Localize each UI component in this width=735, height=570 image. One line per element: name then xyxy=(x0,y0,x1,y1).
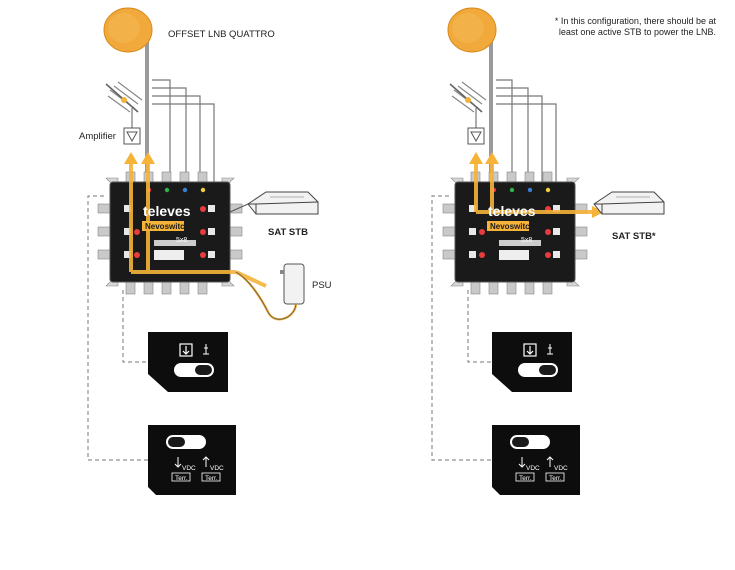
term-label-right: Terr. xyxy=(519,475,532,482)
multiswitch-left xyxy=(97,171,243,295)
vdc-label-right: VDC xyxy=(526,465,540,472)
psu-label: PSU xyxy=(312,280,332,291)
model-code-right: 5x8 xyxy=(521,237,532,244)
term-label-right-2: Terr. xyxy=(549,475,562,482)
amplifier-icon-right xyxy=(467,127,485,145)
vdc-label-right-2: VDC xyxy=(554,465,568,472)
dip-switch-panel-bottom-left xyxy=(147,424,237,496)
vdc-label-left-2: VDC xyxy=(210,465,224,472)
dip-switch-icon xyxy=(147,331,229,393)
amplifier-icon xyxy=(123,127,141,145)
set-top-box-icon xyxy=(247,191,319,215)
power-adapter-icon xyxy=(280,263,305,305)
model-badge: Nevoswitch xyxy=(145,222,190,231)
signal-flow-left xyxy=(129,158,267,288)
vdc-label-left: VDC xyxy=(182,465,196,472)
lnb-mast-right xyxy=(489,22,493,182)
dip-switch-icon-right xyxy=(491,331,573,393)
term-label-left: Terr. xyxy=(175,475,188,482)
dashed-guides-left xyxy=(87,195,148,461)
model-badge-right: Nevoswitch xyxy=(490,222,535,231)
right-configuration: televes Nevoswitch 5x8 xyxy=(431,7,665,496)
device-brand-right: televes xyxy=(488,203,536,219)
config-note: * In this configuration, there should be… xyxy=(554,16,716,37)
multiswitch-right xyxy=(442,171,588,295)
lnb-cables xyxy=(152,79,215,182)
satellite-dish-icon xyxy=(103,7,153,53)
terrestrial-antenna-icon xyxy=(105,81,143,113)
lnb-title: OFFSET LNB QUATTRO xyxy=(168,29,275,40)
left-configuration: televes Nevoswitch 5x8 xyxy=(87,7,319,496)
amplifier-label: Amplifier xyxy=(79,131,116,142)
terrestrial-antenna-icon-right xyxy=(449,81,487,113)
set-top-box-icon-right xyxy=(593,191,665,215)
lnb-mast xyxy=(145,22,149,182)
model-code: 5x8 xyxy=(176,237,187,244)
model-badge-bg xyxy=(142,221,184,231)
satellite-dish-icon-right xyxy=(447,7,497,53)
device-brand: televes xyxy=(143,203,191,219)
dip-switch-panel-bottom-right xyxy=(491,424,581,496)
term-label-left-2: Terr. xyxy=(205,475,218,482)
sat-stb-right-label: SAT STB* xyxy=(612,231,656,242)
sat-stb-left-label: SAT STB xyxy=(268,227,308,238)
